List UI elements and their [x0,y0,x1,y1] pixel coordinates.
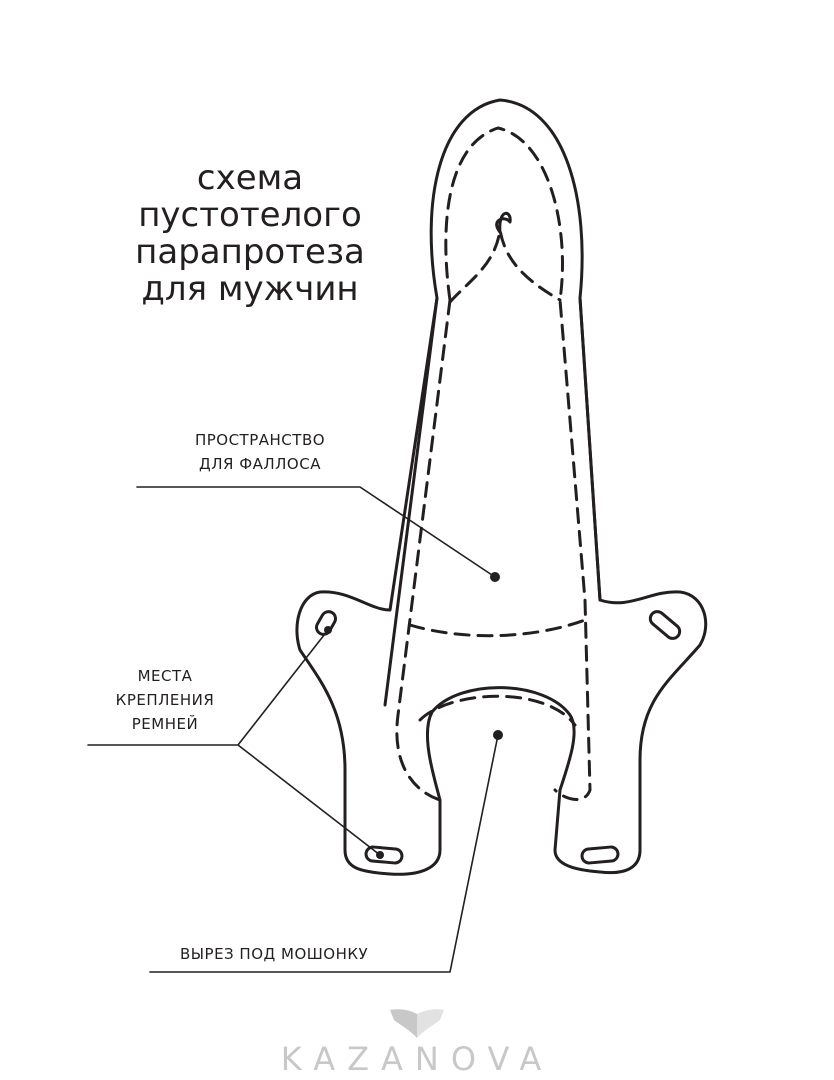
strap-slot-icon [364,845,404,865]
title-line: для мужчин [141,269,359,309]
prosthesis-outline [295,98,708,876]
marker-dot [324,626,332,634]
title-line: пустотелого [138,195,362,235]
strap-slot-icon [580,845,620,865]
label-phallus-space: ПРОСТРАНСТВО ДЛЯ ФАЛЛОСА [160,428,360,476]
strap-slot-icon [315,610,337,636]
label-line: КРЕПЛЕНИЯ [115,691,215,709]
cavity-dashed-outline [395,126,592,802]
marker-dot [490,572,500,582]
shaft-edge-right [578,296,602,602]
brand-logo: KAZANOVA [280,1040,554,1078]
label-line: ДЛЯ ФАЛЛОСА [199,455,321,473]
diagram-title: схема пустотелого парапротеза для мужчин [110,160,390,308]
label-strap-points: МЕСТА КРЕПЛЕНИЯ РЕМНЕЙ [80,664,250,736]
glans-dashed [448,228,562,304]
marker-dot [493,730,503,740]
marker-dot [376,851,384,859]
title-line: схема [196,158,304,198]
leader-strap-points [87,629,381,856]
label-line: МЕСТА [137,667,193,685]
title-line: парапротеза [135,232,365,272]
label-line: ПРОСТРАНСТВО [194,431,326,449]
label-line: РЕМНЕЙ [131,715,199,733]
glans-line [495,212,512,234]
mask-icon [390,1009,444,1038]
label-scrotum-cutout: ВЫРЕЗ ПОД МОШОНКУ [180,945,369,963]
shaft-edge-left [383,296,439,707]
leader-phallus-space [136,486,496,578]
leader-scrotum-cutout [149,734,499,973]
base-dashed [408,618,587,638]
arch-dashed [418,694,577,727]
strap-slot-icon [648,610,682,640]
